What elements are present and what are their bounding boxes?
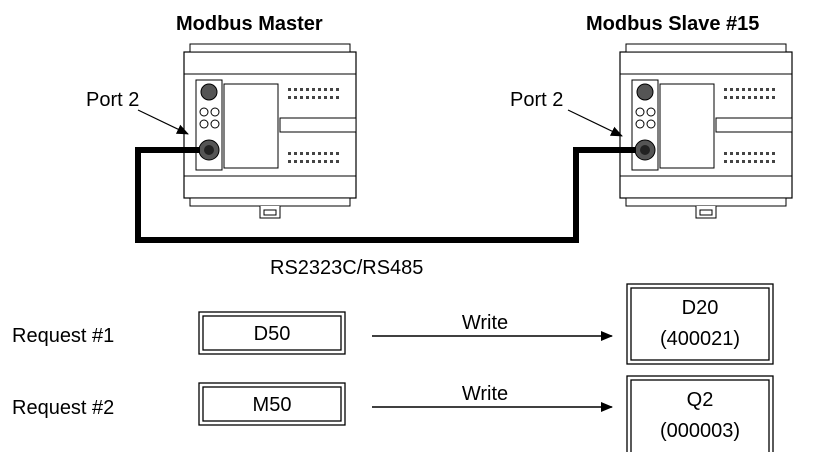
master-plc-unit — [183, 43, 357, 219]
request-1-dest-address: (400021) — [660, 328, 740, 350]
request-2-source-box — [198, 382, 346, 426]
master-title: Modbus Master — [176, 13, 323, 35]
request-2-action: Write — [462, 383, 508, 405]
slave-title: Modbus Slave #15 — [586, 13, 759, 35]
rs485-cable — [135, 147, 636, 243]
request-2-dest-register: Q2 — [687, 389, 714, 411]
slave-plc-unit — [619, 43, 793, 219]
request-1-action: Write — [462, 312, 508, 334]
request-1-label: Request #1 — [12, 325, 114, 347]
request-1-source: D50 — [254, 323, 291, 345]
slave-port-pointer — [567, 109, 623, 137]
slave-port-label: Port 2 — [510, 89, 563, 111]
request-2-dest-box — [626, 375, 774, 452]
request-2-label: Request #2 — [12, 397, 114, 419]
master-port-label: Port 2 — [86, 89, 139, 111]
request-2-dest-address: (000003) — [660, 420, 740, 442]
request-1-source-box — [198, 311, 346, 355]
request-2-source: M50 — [253, 394, 292, 416]
cable-label: RS2323C/RS485 — [270, 257, 423, 279]
request-1-dest-box — [626, 283, 774, 365]
master-port-pointer — [137, 109, 189, 135]
request-1-dest-register: D20 — [682, 297, 719, 319]
